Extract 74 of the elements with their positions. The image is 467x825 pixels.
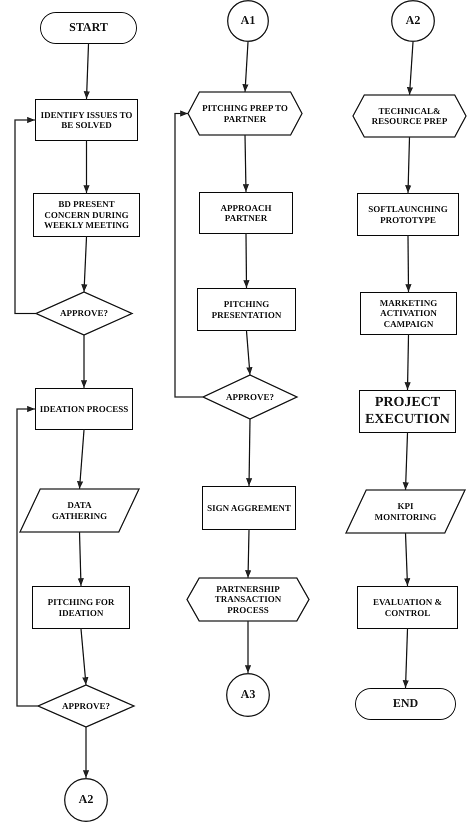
- flow-arrow: [84, 44, 90, 100]
- node-label: A2: [406, 14, 420, 28]
- flow-arrow: [405, 236, 412, 292]
- process-box: [202, 486, 296, 530]
- preparation-hexagon: [187, 578, 309, 621]
- preparation-hexagon: [188, 92, 302, 135]
- flow-arrow: [81, 236, 88, 292]
- process-box: [360, 292, 457, 335]
- flow-arrow: [405, 136, 412, 194]
- node-label: A3: [240, 688, 256, 702]
- decision-diamond: [36, 292, 132, 335]
- flow-arrow: [76, 430, 85, 490]
- node-label: APPROVE?: [62, 700, 110, 712]
- connector-circle: [226, 673, 270, 717]
- flow-arrow: [174, 110, 203, 398]
- flow-arrow: [243, 234, 250, 288]
- node-label: PARTNERSHIP TRANSACTION PROCESS: [214, 584, 282, 616]
- node-label: PROJECT EXECUTION: [364, 395, 451, 428]
- process-box: [357, 193, 459, 236]
- node-label: MARKETING ACTIVATION CAMPAIGN: [378, 298, 438, 330]
- flow-arrow: [14, 116, 36, 314]
- flow-arrow: [246, 330, 252, 376]
- node-label: END: [392, 697, 420, 711]
- node-label: DATA GATHERING: [50, 500, 108, 521]
- process-box: [32, 586, 130, 629]
- node-label: START: [68, 21, 109, 35]
- decision-diamond: [38, 685, 134, 727]
- node-label: PITCHING PREP TO PARTNER: [201, 103, 289, 124]
- node-label: BD PRESENT CONCERN DURING WEEKLY MEETING: [42, 199, 130, 231]
- node-label: EVALUATION & CONTROL: [372, 597, 443, 618]
- flow-arrow: [406, 42, 414, 96]
- node-label: A1: [240, 14, 256, 28]
- connector-circle: [64, 778, 108, 822]
- node-label: IDENTIFY ISSUES TO BE SOLVED: [40, 110, 134, 130]
- node-label: PITCHING PRESENTATION: [210, 299, 282, 320]
- flow-arrow: [246, 419, 252, 486]
- flow-arrow: [245, 530, 252, 578]
- flow-arrow: [244, 621, 252, 673]
- flow-arrow: [404, 532, 410, 586]
- flow-arrow: [402, 432, 409, 490]
- flow-arrow: [402, 628, 409, 688]
- node-label: SIGN AGGREMENT: [206, 502, 292, 514]
- node-label: APPROVE?: [226, 392, 274, 402]
- node-label: IDEATION PROCESS: [38, 404, 130, 414]
- terminal-shape: [40, 12, 137, 44]
- process-box: [35, 388, 133, 430]
- node-label: A2: [78, 793, 94, 807]
- node-label: APPROVE?: [60, 308, 108, 319]
- terminal-shape: [355, 688, 456, 720]
- connector-circle: [391, 0, 435, 42]
- node-label: KPI MONITORING: [374, 501, 438, 522]
- process-box: [33, 193, 140, 237]
- flow-arrow: [78, 532, 84, 586]
- node-label: APPROACH PARTNER: [220, 202, 272, 224]
- data-parallelogram: [20, 489, 139, 532]
- data-parallelogram: [346, 490, 465, 533]
- process-box: [199, 192, 293, 234]
- process-box: [357, 586, 458, 629]
- decision-diamond: [203, 375, 297, 419]
- flow-arrow: [404, 334, 411, 390]
- flow-arrow: [82, 727, 90, 778]
- process-box: [35, 99, 138, 141]
- flow-arrow: [83, 141, 90, 193]
- flow-arrow: [242, 134, 249, 192]
- process-box: [197, 288, 296, 331]
- connector-circle: [227, 0, 269, 42]
- flow-arrow: [242, 42, 249, 92]
- node-label: TECHNICAL& RESOURCE PREP: [370, 106, 448, 126]
- flow-arrow: [16, 406, 38, 707]
- preparation-hexagon: [353, 95, 466, 137]
- flow-arrow: [80, 335, 88, 388]
- node-label: SOFTLAUNCHING PROTOTYPE: [367, 204, 449, 225]
- node-label: PITCHING FOR IDEATION: [46, 597, 116, 618]
- flow-arrow: [80, 628, 88, 686]
